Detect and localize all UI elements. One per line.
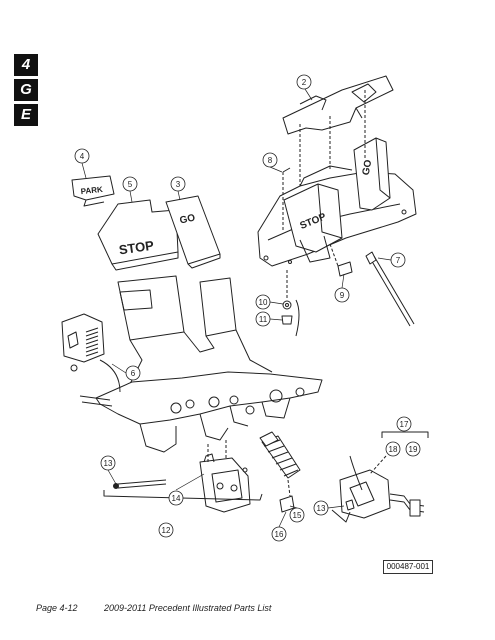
callout-6: 6: [125, 365, 141, 381]
parking-brake-spring: [61, 313, 121, 393]
callout-18: 18: [385, 441, 401, 457]
callout-3: 3: [170, 176, 186, 192]
section-tab-g: G: [14, 79, 38, 101]
svg-text:11: 11: [259, 315, 268, 324]
svg-text:16: 16: [275, 530, 284, 539]
pedal-frame: [79, 275, 323, 453]
svg-text:10: 10: [259, 298, 268, 307]
svg-text:9: 9: [340, 291, 345, 300]
svg-text:2: 2: [302, 78, 307, 87]
svg-text:15: 15: [293, 511, 302, 520]
go-pad-lettering: GO: [179, 213, 197, 227]
callout-2: 2: [296, 74, 312, 90]
svg-text:6: 6: [131, 369, 136, 378]
callout-19: 19: [405, 441, 421, 457]
latch-bracket: [199, 440, 251, 513]
callouts: 2 4 5 3 8 7 10 9 11 6 17 18 19 13 14 12 …: [74, 74, 421, 542]
callout-16: 16: [271, 526, 287, 542]
leader-lines: [81, 88, 392, 528]
park-lettering: PARK: [80, 185, 103, 196]
svg-text:18: 18: [389, 445, 398, 454]
callout-9: 9: [334, 287, 350, 303]
svg-text:19: 19: [409, 445, 418, 454]
section-tab-4: 4: [14, 54, 38, 76]
callout-8: 8: [262, 152, 278, 168]
callout-12: 12: [158, 522, 174, 538]
svg-text:3: 3: [176, 180, 181, 189]
figure-id-box: 000487-001: [383, 560, 433, 574]
stop-pad: [97, 199, 179, 271]
return-spring: [259, 431, 301, 513]
svg-text:14: 14: [172, 494, 181, 503]
latch-rod: [113, 479, 167, 489]
park-pad: [71, 175, 115, 207]
footer-title: 2009-2011 Precedent Illustrated Parts Li…: [104, 603, 272, 613]
svg-text:12: 12: [162, 526, 171, 535]
pedal-sensor-assembly: [331, 455, 425, 523]
go-pad: [165, 195, 221, 269]
callout-15: 15: [289, 507, 305, 523]
stop-pad-lettering: STOP: [118, 238, 155, 258]
callout-10: 10: [255, 294, 271, 310]
svg-text:13: 13: [317, 504, 326, 513]
callout-11: 11: [255, 311, 271, 327]
svg-text:8: 8: [268, 156, 273, 165]
footer-page-number: Page 4-12: [36, 603, 78, 613]
mounting-screw: [345, 499, 355, 511]
svg-text:4: 4: [80, 152, 85, 161]
pedal-assembly: [257, 90, 417, 337]
section-tab-e: E: [14, 104, 38, 126]
callout-14: 14: [168, 490, 184, 506]
svg-text:5: 5: [128, 180, 133, 189]
callout-4: 4: [74, 148, 90, 164]
callout-5: 5: [122, 176, 138, 192]
callout-13-left: 13: [100, 455, 116, 471]
svg-text:7: 7: [396, 256, 401, 265]
svg-text:17: 17: [400, 420, 409, 429]
go-pedal-lettering: GO: [361, 159, 375, 176]
callout-13-right: 13: [313, 500, 329, 516]
svg-text:13: 13: [104, 459, 113, 468]
callout-7: 7: [390, 252, 406, 268]
group-bracket-17: [381, 431, 429, 438]
callout-17: 17: [396, 416, 412, 432]
